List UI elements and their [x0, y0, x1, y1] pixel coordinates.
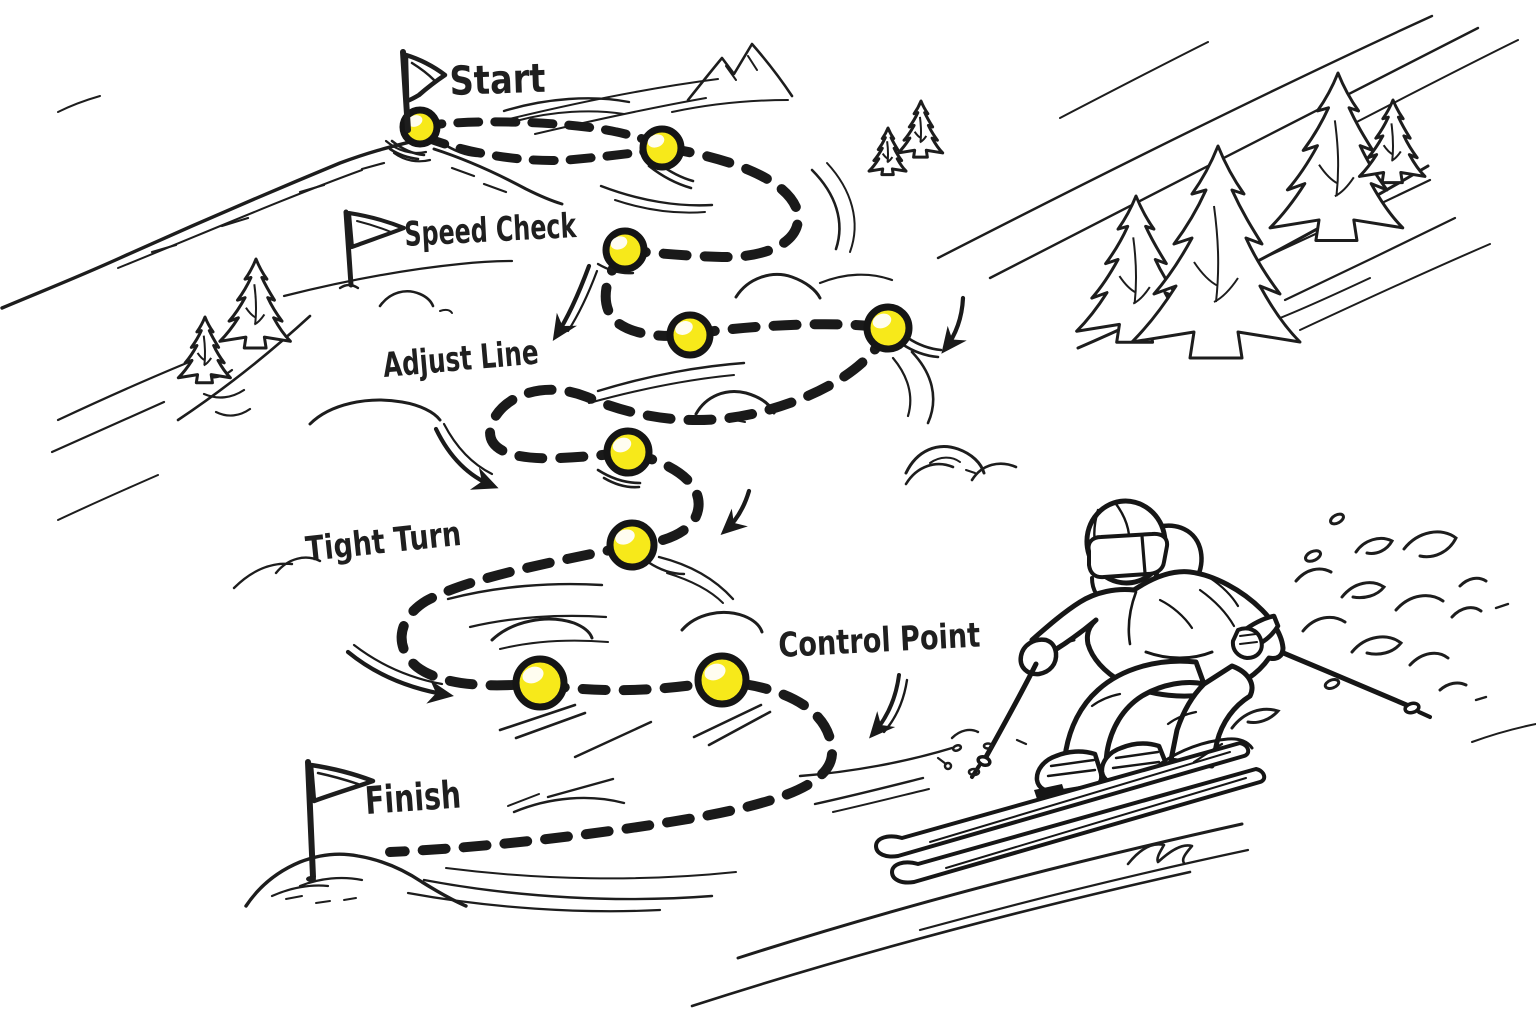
pine-tree-icon [218, 257, 292, 350]
course-flags [305, 49, 448, 882]
course-labels: Start Speed Check Adjust Line Tight Turn… [304, 56, 981, 823]
arrow-icon [941, 295, 967, 354]
speed-check-label: Speed Check [403, 206, 578, 255]
snow-spray-curls [936, 512, 1510, 777]
course-segment [385, 679, 838, 857]
gate-marker [639, 125, 685, 171]
gate-marker [694, 652, 750, 708]
course-segment [416, 117, 666, 151]
terrain-sketch-lines [0, 14, 1536, 1008]
control-point-label: Control Point [777, 615, 981, 666]
gate-marker [399, 106, 441, 148]
course-segment [420, 132, 663, 165]
pole-basket [1403, 701, 1421, 715]
skier-goggles [1086, 531, 1170, 580]
skier-figure [874, 498, 1432, 885]
skier-leg [1168, 663, 1255, 769]
gate-marker [512, 655, 568, 711]
skier-glove-left [1018, 637, 1059, 677]
pine-tree-icon [177, 316, 232, 384]
arrow-icon [869, 673, 901, 739]
direction-arrows [345, 263, 967, 739]
adjust-line-label: Adjust Line [381, 333, 540, 386]
pine-tree-icon [897, 100, 944, 158]
speed-check-flag-icon [338, 209, 406, 290]
start-flag-icon [400, 49, 448, 133]
course-segment [537, 676, 725, 696]
pine-tree-icon [1358, 98, 1427, 184]
arrow-icon [345, 649, 454, 704]
finish-label: Finish [364, 772, 463, 823]
gate-marker [606, 519, 658, 571]
gate-marker [666, 311, 714, 359]
course-segment [396, 541, 635, 691]
ski-pole-left [983, 661, 1039, 760]
tight-turn-label: Tight Turn [304, 514, 463, 570]
start-label: Start [449, 56, 547, 105]
gate-marker [863, 303, 913, 353]
gate-marker [603, 427, 653, 477]
ski [890, 767, 1267, 885]
arrow-icon [433, 426, 499, 490]
finish-flag-icon [305, 759, 376, 882]
course-gates [399, 106, 913, 711]
course-segment [485, 325, 892, 464]
course-segment [600, 246, 693, 341]
pole-basket [976, 754, 992, 768]
arrow-icon [720, 488, 752, 536]
course-segment [687, 319, 891, 339]
ski [874, 741, 1251, 859]
arrow-icon [552, 263, 592, 342]
course-segment [625, 448, 704, 550]
course-segment [621, 143, 804, 263]
gate-marker [602, 227, 648, 273]
